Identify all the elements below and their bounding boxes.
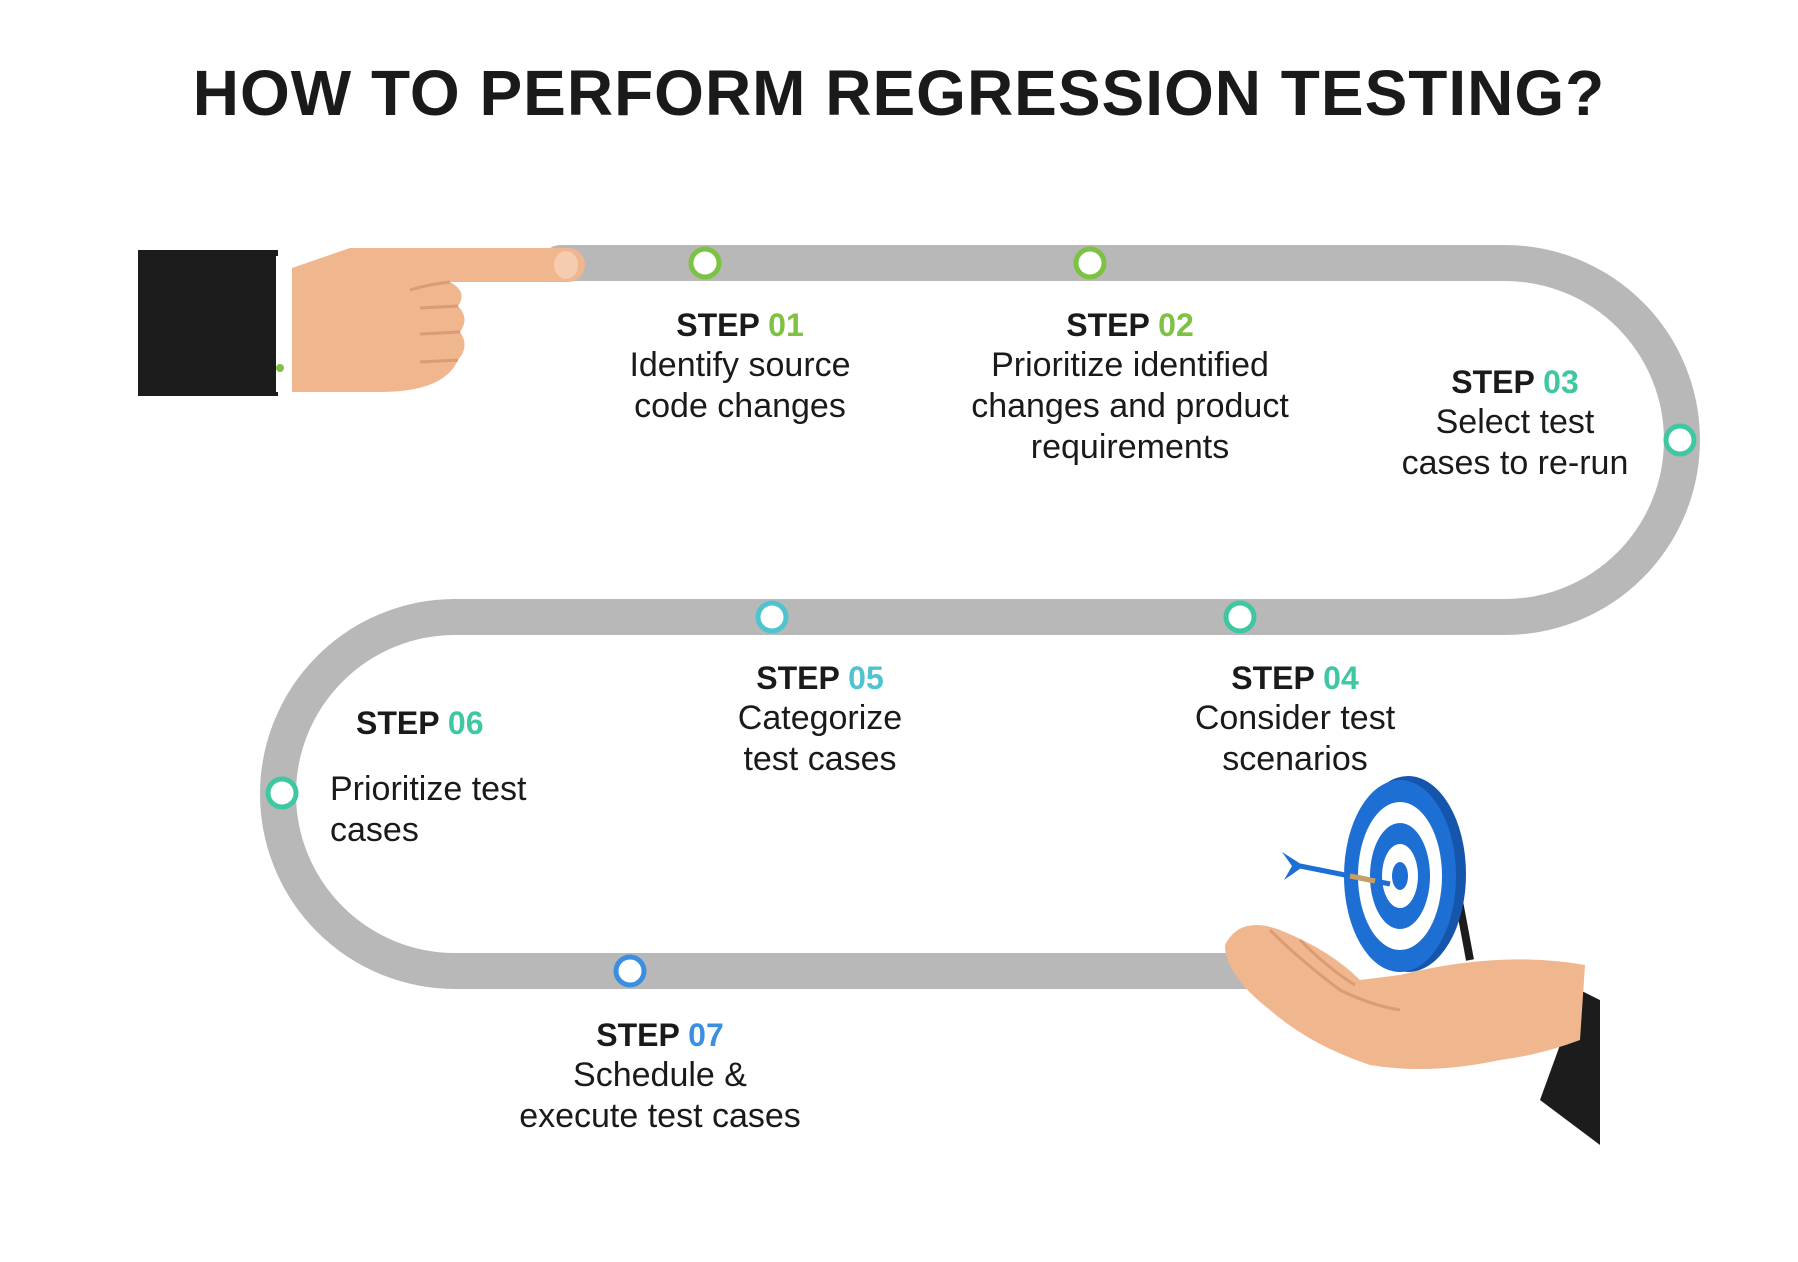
step-3-heading: STEP 03: [1370, 362, 1660, 402]
step-5-desc-line: Categorize: [737, 699, 903, 737]
step-5-desc-line: test cases: [743, 740, 897, 778]
step-1-desc-line: code changes: [634, 387, 846, 425]
step-2-label: STEP: [1066, 307, 1150, 343]
step-5-description: Categorize test cases: [690, 698, 950, 780]
step-1-marker: [688, 246, 722, 280]
step-2-desc-line: Prioritize identified: [991, 346, 1269, 384]
step-2-number: 02: [1158, 307, 1194, 343]
step-6-heading: STEP 06: [330, 703, 620, 743]
step-6: STEP 06 Prioritize test cases: [330, 703, 620, 851]
step-4-number: 04: [1323, 660, 1359, 696]
step-6-description: Prioritize test cases: [330, 769, 620, 851]
step-2-heading: STEP 02: [920, 305, 1340, 345]
step-7-label: STEP: [596, 1017, 680, 1053]
step-4-label: STEP: [1231, 660, 1315, 696]
step-6-marker: [265, 776, 299, 810]
step-3-desc-line: cases to re-run: [1401, 444, 1629, 482]
step-2-desc-line: changes and product: [971, 387, 1289, 425]
step-7-marker: [613, 954, 647, 988]
step-1-label: STEP: [676, 307, 760, 343]
step-5: STEP 05 Categorize test cases: [690, 658, 950, 780]
step-markers: [265, 246, 1697, 988]
step-7-number: 07: [688, 1017, 724, 1053]
step-1: STEP 01 Identify source code changes: [590, 305, 890, 427]
step-4: STEP 04 Consider test scenarios: [1150, 658, 1440, 780]
open-hand-icon: [1225, 925, 1600, 1145]
step-6-label: STEP: [356, 705, 439, 741]
step-4-description: Consider test scenarios: [1150, 698, 1440, 780]
step-3-description: Select test cases to re-run: [1370, 402, 1660, 484]
step-3-desc-line: Select test: [1435, 403, 1595, 441]
step-6-number: 06: [447, 705, 484, 741]
pointing-hand-icon: [138, 248, 585, 396]
step-3-number: 03: [1543, 364, 1579, 400]
target-dartboard-icon: [1344, 776, 1474, 972]
step-2-desc-line: requirements: [1030, 428, 1230, 466]
step-2-description: Prioritize identified changes and produc…: [920, 345, 1340, 468]
page-title: HOW TO PERFORM REGRESSION TESTING?: [192, 57, 1606, 129]
dart-icon: [1282, 852, 1391, 887]
step-6-desc-line: cases: [330, 811, 419, 849]
step-4-heading: STEP 04: [1150, 658, 1440, 698]
step-5-label: STEP: [756, 660, 840, 696]
step-7: STEP 07 Schedule & execute test cases: [480, 1015, 840, 1137]
step-3-marker: [1663, 423, 1697, 457]
step-5-heading: STEP 05: [690, 658, 950, 698]
step-7-description: Schedule & execute test cases: [480, 1055, 840, 1137]
step-1-number: 01: [768, 307, 804, 343]
step-4-desc-line: Consider test: [1194, 699, 1396, 737]
winding-path: [260, 245, 1700, 989]
step-2: STEP 02 Prioritize identified changes an…: [920, 305, 1340, 468]
step-3: STEP 03 Select test cases to re-run: [1370, 362, 1660, 484]
step-4-marker: [1223, 600, 1257, 634]
step-4-desc-line: scenarios: [1222, 740, 1368, 778]
step-5-marker: [755, 600, 789, 634]
step-1-heading: STEP 01: [590, 305, 890, 345]
step-6-desc-line: Prioritize test: [330, 770, 527, 808]
step-1-description: Identify source code changes: [590, 345, 890, 427]
step-7-heading: STEP 07: [480, 1015, 840, 1055]
step-2-marker: [1073, 246, 1107, 280]
step-3-label: STEP: [1451, 364, 1535, 400]
step-5-number: 05: [848, 660, 884, 696]
step-1-desc-line: Identify source: [629, 346, 851, 384]
step-7-desc-line: Schedule &: [573, 1056, 747, 1094]
step-7-desc-line: execute test cases: [519, 1097, 801, 1135]
